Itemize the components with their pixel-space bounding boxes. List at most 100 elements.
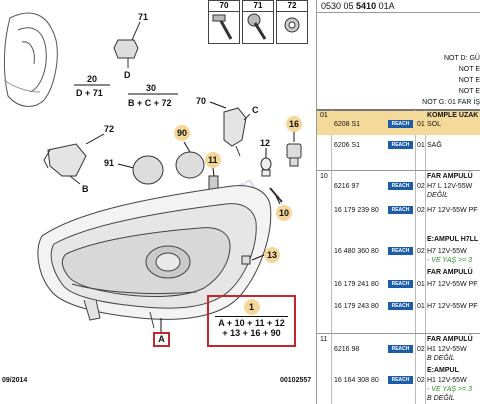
part-number[interactable]: 6216 97 [334, 183, 360, 190]
badge-11 [205, 152, 221, 168]
part-number[interactable]: 16 164 308 80 [334, 377, 379, 384]
part-desc: E:AMPUL [427, 367, 459, 374]
exploded-diagram: duyukoto.com 71 D 20 D + 71 30 [2, 0, 312, 384]
parts-panel: 0530 05 5410 01A NOT D: GÜ NOT E NOT E N… [316, 0, 480, 404]
reach-badge[interactable]: REACH [388, 182, 413, 190]
part-number[interactable]: 6206 S1 [334, 142, 361, 149]
label-11: 11 [208, 155, 218, 165]
note: NOT E [458, 88, 480, 95]
part-desc: H7 12V-55W PF [427, 303, 478, 310]
diagram-drawing: duyukoto.com 71 D 20 D + 71 30 [3, 12, 302, 332]
footer-code: 00102557 [280, 377, 312, 384]
column-line [415, 110, 416, 404]
item-number: 10 [320, 173, 328, 180]
badge-90 [174, 125, 190, 141]
part-desc: SOL [427, 121, 442, 128]
part-number[interactable]: 16 179 239 80 [334, 207, 379, 214]
label-72: 72 [104, 124, 114, 134]
part-desc: H7 12V-55W [427, 248, 467, 255]
reach-badge[interactable]: REACH [388, 247, 413, 255]
label-16: 16 [289, 119, 299, 129]
part-qty: 02 [417, 248, 425, 255]
cap-90 [175, 151, 205, 179]
label-b: B [82, 184, 89, 194]
part-desc: E:AMPUL H7LL [427, 236, 479, 243]
formula-line-2: + 13 + 16 + 90 [222, 328, 281, 338]
label-d: D [124, 70, 131, 80]
screw-icon [284, 17, 300, 33]
notes-list: NOT D: GÜ NOT E NOT E NOT E NOT G: 01 FA… [316, 12, 480, 108]
part-desc: KOMPLE UZAK [427, 112, 479, 119]
divider [317, 333, 480, 334]
reach-badge[interactable]: REACH [388, 376, 413, 384]
label-70: 70 [196, 96, 206, 106]
cap-91 [132, 155, 164, 185]
note: NOT G: 01 FAR İŞ [422, 99, 480, 106]
part-desc: H1 12V-55W [427, 377, 467, 384]
reach-badge[interactable]: REACH [388, 141, 413, 149]
column-line [331, 110, 332, 404]
part-number[interactable]: 6216 98 [334, 346, 360, 353]
reference-number: 0530 05 5410 01A [321, 1, 395, 11]
item-number: 01 [320, 112, 328, 119]
item-number: 11 [320, 336, 328, 343]
label-91: 91 [104, 158, 114, 168]
clip-d [113, 21, 141, 68]
bulb-16 [286, 143, 302, 167]
screw-number: 70 [209, 1, 239, 12]
part-number[interactable]: 6208 S1 [334, 121, 361, 128]
a-label: A [153, 332, 170, 347]
screw-icon [212, 14, 233, 40]
note: NOT E [458, 66, 480, 73]
part-number[interactable]: 16 179 241 80 [334, 281, 379, 288]
ref-suffix: 01A [376, 1, 395, 11]
part-desc: H7 12V-55W PF [427, 207, 478, 214]
bracket-c [223, 107, 251, 157]
ref-prefix: 0530 05 [321, 1, 357, 11]
part-desc: SAĞ [427, 142, 442, 149]
screw-box-71: 71 [242, 0, 274, 44]
bulb-12 [260, 157, 272, 177]
reach-badge[interactable]: REACH [388, 206, 413, 214]
part-qty: 01 [417, 142, 425, 149]
reach-badge[interactable]: REACH [388, 120, 413, 128]
screw-icon [247, 13, 267, 40]
label-90: 90 [177, 128, 187, 138]
ref-bold: 5410 [356, 1, 377, 11]
part-desc: DEĞİL [427, 192, 449, 199]
label-30: 30 [146, 83, 156, 93]
part-desc: - VE YAŞ >= 3 [427, 257, 473, 264]
screw-number: 71 [243, 1, 273, 12]
part-number[interactable]: 16 480 360 80 [334, 248, 379, 255]
adjuster-10 [269, 187, 283, 203]
screw-number: 72 [277, 1, 307, 12]
badge-10 [276, 205, 292, 221]
part-qty: 02 [417, 183, 425, 190]
part-desc: B DEĞİL [427, 395, 455, 402]
part-number[interactable]: 16 179 243 80 [334, 303, 379, 310]
formula-badge: 1 [243, 299, 260, 315]
part-qty: 02 [417, 207, 425, 214]
part-desc: FAR AMPULÜ [427, 173, 473, 180]
part-qty: 01 [417, 121, 425, 128]
label-71: 71 [138, 12, 148, 22]
footer-date: 09/2014 [2, 377, 28, 384]
label-12: 12 [260, 138, 270, 148]
clip-13 [241, 255, 251, 265]
reach-badge[interactable]: REACH [388, 302, 413, 310]
part-desc: FAR AMPULÜ [427, 269, 473, 276]
part-desc: H1 12V-55W [427, 346, 467, 353]
part-desc: - VE YAŞ >= 3 [427, 386, 473, 393]
badge-16 [286, 116, 302, 132]
divider [317, 12, 480, 13]
part-desc: FAR AMPULÜ [427, 336, 473, 343]
formula-30: B + C + 72 [128, 98, 172, 108]
reach-badge[interactable]: REACH [388, 345, 413, 353]
formula-20: D + 71 [76, 88, 103, 98]
headlamp-sketch-d [3, 12, 58, 107]
part-desc: H7 L 12V-55W [427, 183, 473, 190]
screw-box-72: 72 [276, 0, 308, 44]
part-qty: 01 [417, 303, 425, 310]
reach-badge[interactable]: REACH [388, 280, 413, 288]
